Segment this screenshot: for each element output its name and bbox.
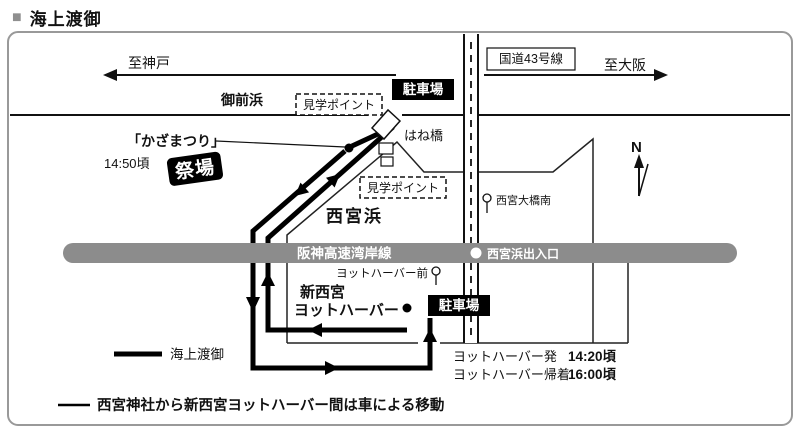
festival-leader-line	[215, 140, 346, 148]
compass-needle-tail	[638, 163, 649, 197]
label-viewpoint-1: 見学ポイント	[303, 97, 375, 112]
festival-badge: 祭場	[166, 151, 224, 186]
festival-badge-bg	[166, 151, 224, 186]
label-harbor-line1: 新西宮	[300, 283, 345, 301]
return-time: 16:00頃	[568, 367, 617, 382]
label-harbor-line2: ヨットハーバー	[294, 302, 399, 319]
route-arrow-down-icon	[246, 297, 260, 312]
island-outline	[286, 137, 594, 343]
compass-arrow-icon	[634, 154, 644, 168]
depart-label: ヨットハーバー発	[453, 349, 557, 364]
label-kazamatsuri: 「かざまつり」	[127, 133, 225, 149]
label-to-kobe: 至神戸	[128, 55, 170, 71]
harbor-stop-icon	[431, 266, 441, 276]
label-yacht-harbor-mae: ヨットハーバー前	[336, 266, 428, 280]
car-note: 西宮神社から新西宮ヨットハーバー間は車による移動	[97, 396, 444, 414]
parking-badge-top	[392, 79, 454, 100]
route-arrow-right-icon	[325, 361, 339, 375]
procession-route-return	[250, 149, 433, 371]
harbor-dot	[402, 303, 412, 313]
festival-site-dot	[344, 143, 354, 153]
arrow-to-osaka-icon	[654, 69, 668, 81]
return-label: ヨットハーバー帰着	[453, 367, 570, 382]
label-parking-top: 駐車場	[403, 81, 444, 97]
route43-label-box	[486, 47, 576, 71]
parking-badge-bottom	[428, 295, 490, 316]
label-viewpoint-2: 見学ポイント	[367, 180, 439, 195]
bridge-pier-icon	[378, 142, 394, 155]
label-exit: 西宮浜出入口	[487, 246, 559, 261]
viewpoint-box-2	[359, 176, 447, 199]
route-arrow-diag-return-icon	[295, 182, 310, 196]
label-kazamatsuri-time: 14:50頃	[104, 156, 150, 171]
compass-n-label: N	[631, 139, 642, 156]
title-bullet-icon: ■	[12, 8, 23, 26]
label-route43: 国道43号線	[499, 51, 563, 66]
legend-route-label: 海上渡御	[170, 347, 224, 362]
drawbridge-icon	[370, 108, 402, 141]
arrow-to-kobe-icon	[103, 69, 117, 81]
label-omaehama: 御前浜	[220, 92, 263, 108]
page-title-text: 海上渡御	[29, 10, 102, 29]
bus-stop-icon	[482, 193, 492, 203]
route-arrow-up-icon	[261, 272, 275, 286]
label-ohashi-minami: 西宮大橋南	[496, 193, 551, 207]
map-frame	[7, 31, 793, 426]
depart-time: 14:20頃	[568, 349, 617, 364]
bridge-pier-icon	[380, 156, 394, 167]
route-arrow-into-harbor-icon	[423, 328, 437, 342]
expressway-band	[63, 243, 737, 263]
label-hanebashi: はね橋	[404, 128, 443, 143]
label-expressway: 阪神高速湾岸線	[297, 245, 392, 261]
exit-dot-icon	[470, 247, 482, 259]
route-arrow-diag-out-icon	[326, 174, 340, 188]
viewpoint-box-1	[295, 93, 383, 116]
page-title: ■ 海上渡御	[12, 5, 102, 30]
route-arrow-left-icon	[308, 323, 322, 337]
label-parking-bottom: 駐車場	[439, 297, 480, 313]
label-to-osaka: 至大阪	[604, 57, 646, 73]
label-nishinomiyahama: 西宮浜	[326, 206, 383, 226]
